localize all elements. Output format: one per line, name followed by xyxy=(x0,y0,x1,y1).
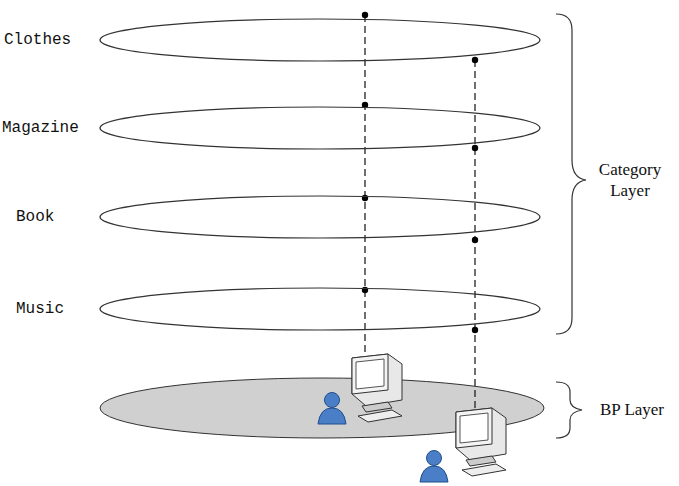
category-ring: Magazine xyxy=(0,104,545,152)
ring-outline xyxy=(0,193,545,241)
ring-outline xyxy=(0,16,545,64)
category-name: Magazine xyxy=(2,119,79,137)
layer-label: Category Layer xyxy=(590,159,670,202)
user-icon xyxy=(420,451,448,483)
ring-outline xyxy=(0,285,545,333)
user-icon xyxy=(318,393,346,425)
computer-icon xyxy=(352,354,402,422)
computer-icon xyxy=(456,408,506,476)
layer-label: BP Layer xyxy=(590,399,674,420)
category-brace xyxy=(556,14,586,334)
bp-brace xyxy=(556,382,582,438)
ring-outline xyxy=(0,104,545,152)
category-name: Clothes xyxy=(4,31,71,49)
dashed-link xyxy=(364,15,365,356)
category-ring: Clothes xyxy=(0,16,545,64)
category-name: Book xyxy=(16,208,54,226)
category-ring: Book xyxy=(0,193,545,241)
category-ring: Music xyxy=(0,285,545,333)
category-name: Music xyxy=(16,300,64,318)
